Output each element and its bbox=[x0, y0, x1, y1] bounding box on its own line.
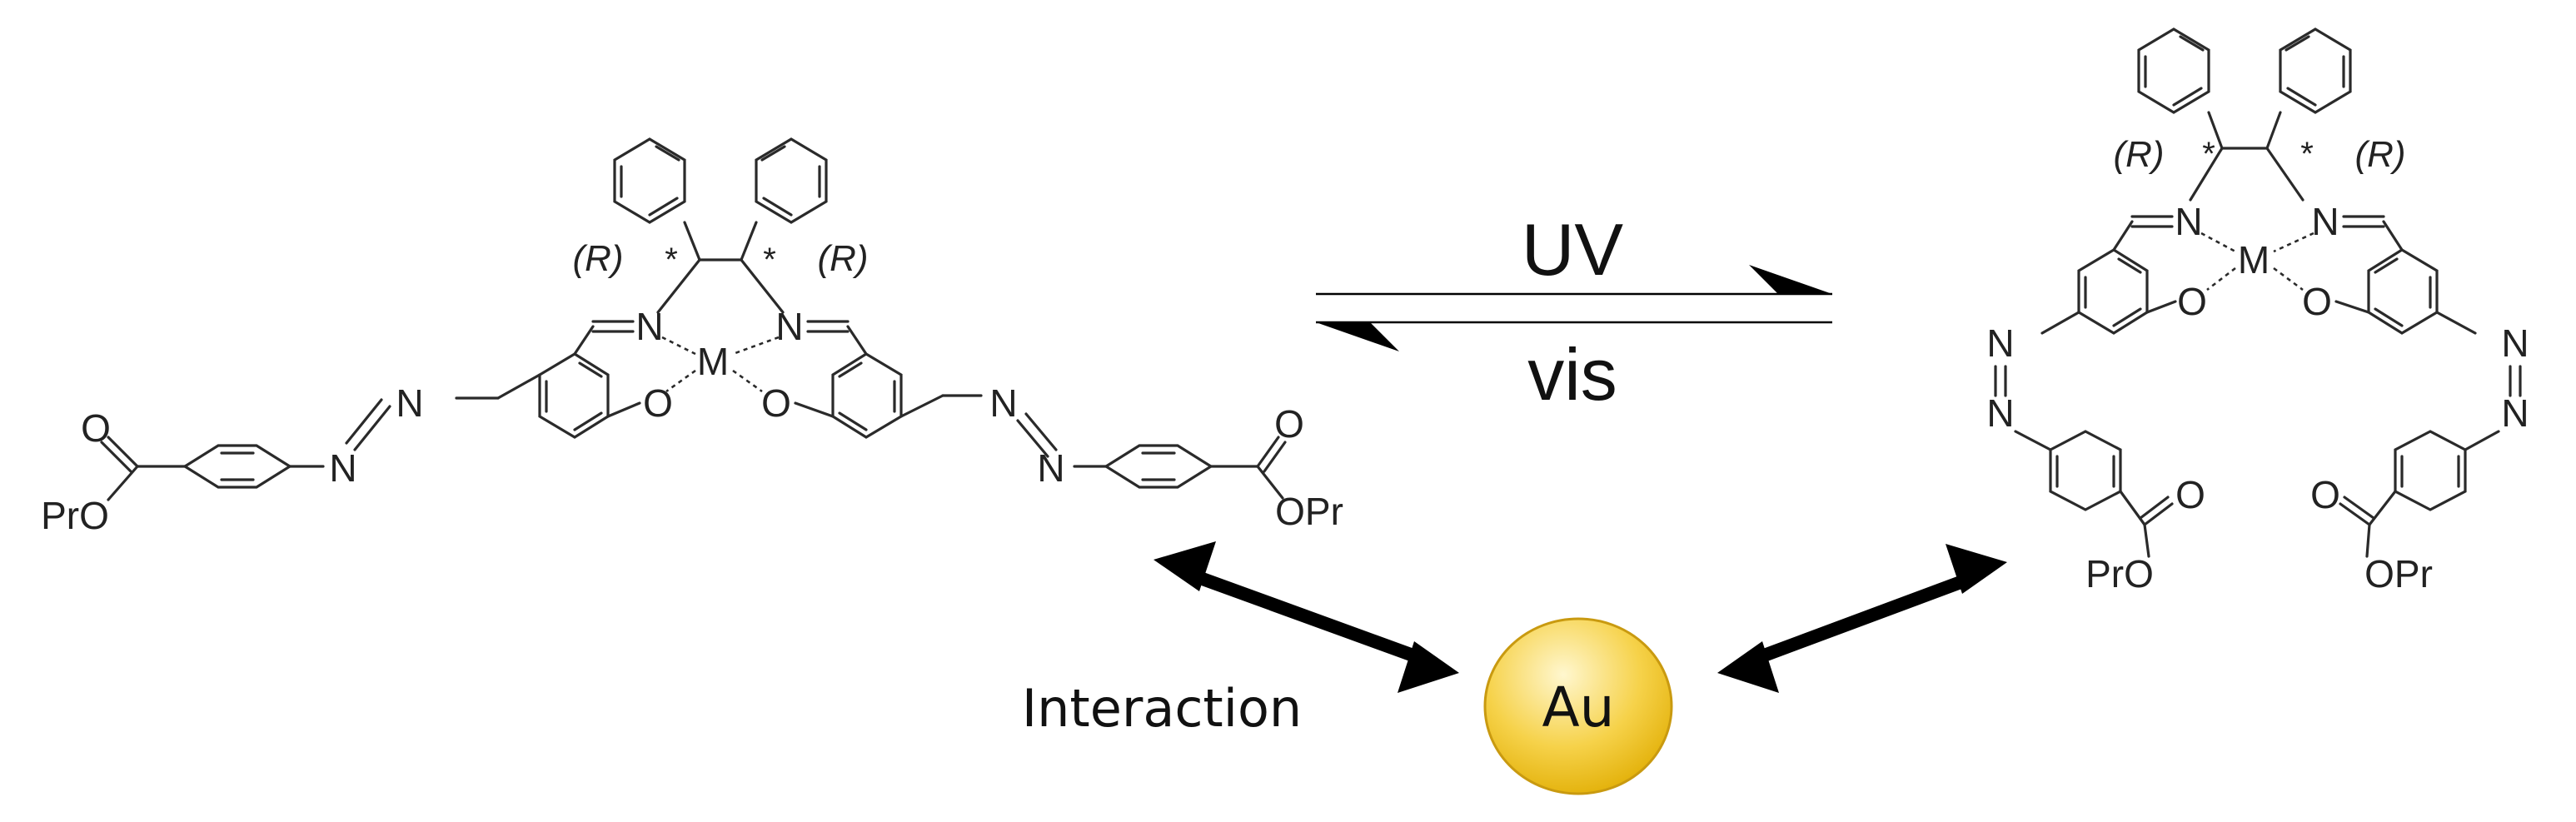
oxygen-atom: O bbox=[643, 381, 673, 425]
nitrogen-atom: N bbox=[1986, 321, 2014, 365]
salicyl-ring-right bbox=[2367, 248, 2439, 335]
nitrogen-atom: N bbox=[775, 305, 803, 348]
stereo-descriptor: (R) bbox=[2113, 134, 2164, 175]
metal-center: M bbox=[2238, 238, 2270, 281]
benzoate-ring-right bbox=[2394, 430, 2467, 511]
equilibrium-arrows: UV vis bbox=[1316, 208, 1832, 416]
stereo-mark: * bbox=[2300, 136, 2314, 172]
benzoate-ring-right bbox=[1103, 444, 1214, 489]
reverse-arrowhead bbox=[1316, 322, 1399, 351]
salicyl-ring-left bbox=[2077, 248, 2149, 335]
cis-isomer-molecule: * * (R) (R) N N M O O bbox=[1986, 27, 2529, 595]
propoxy-group: PrO bbox=[2085, 552, 2154, 595]
oxygen-atom: O bbox=[761, 381, 791, 425]
nitrogen-atom: N bbox=[989, 381, 1017, 425]
interaction-arrow-right bbox=[1717, 544, 2007, 693]
stereo-descriptor: (R) bbox=[572, 238, 623, 279]
nitrogen-atom: N bbox=[2175, 200, 2202, 243]
salicyl-ring-left bbox=[538, 352, 610, 439]
oxygen-atom: O bbox=[2310, 473, 2340, 516]
salicyl-ring-right bbox=[831, 352, 903, 439]
stereo-mark: * bbox=[665, 242, 678, 278]
propoxy-group: PrO bbox=[41, 494, 109, 537]
stereo-descriptor: (R) bbox=[817, 238, 868, 279]
nitrogen-atom: N bbox=[1037, 446, 1064, 490]
oxygen-atom: O bbox=[1274, 402, 1304, 446]
uv-label: UV bbox=[1522, 208, 1624, 291]
benzoate-ring-left bbox=[182, 444, 293, 489]
trans-isomer-molecule: * * (R) (R) N N M O O bbox=[41, 137, 1343, 537]
nitrogen-atom: N bbox=[329, 446, 356, 490]
propoxy-group: OPr bbox=[1275, 490, 1343, 533]
phenyl-ring-right bbox=[2279, 27, 2352, 114]
nitrogen-atom: N bbox=[2501, 321, 2529, 365]
nitrogen-atom: N bbox=[396, 381, 423, 425]
gold-nanoparticle: Au bbox=[1483, 617, 1673, 795]
interaction-label: Interaction bbox=[1022, 678, 1302, 739]
oxygen-atom: O bbox=[2175, 473, 2205, 516]
phenyl-ring-left bbox=[613, 137, 686, 224]
stereo-descriptor: (R) bbox=[2354, 134, 2405, 175]
metal-center: M bbox=[697, 340, 729, 383]
forward-arrowhead bbox=[1749, 265, 1832, 294]
nitrogen-atom: N bbox=[1986, 391, 2014, 435]
phenyl-ring-right bbox=[755, 137, 828, 224]
interaction-arrow-left bbox=[1153, 541, 1459, 693]
stereo-mark: * bbox=[2202, 136, 2215, 172]
gold-label: Au bbox=[1542, 675, 1615, 740]
nitrogen-atom: N bbox=[2501, 391, 2529, 435]
nitrogen-atom: N bbox=[2311, 200, 2339, 243]
oxygen-atom: O bbox=[81, 406, 111, 450]
phenyl-ring-left bbox=[2137, 27, 2210, 114]
benzoate-ring-left bbox=[2049, 430, 2122, 511]
stereo-mark: * bbox=[763, 242, 776, 278]
oxygen-atom: O bbox=[2302, 280, 2332, 323]
nitrogen-atom: N bbox=[635, 305, 663, 348]
vis-label: vis bbox=[1527, 333, 1617, 416]
propoxy-group: OPr bbox=[2364, 552, 2433, 595]
oxygen-atom: O bbox=[2177, 280, 2207, 323]
